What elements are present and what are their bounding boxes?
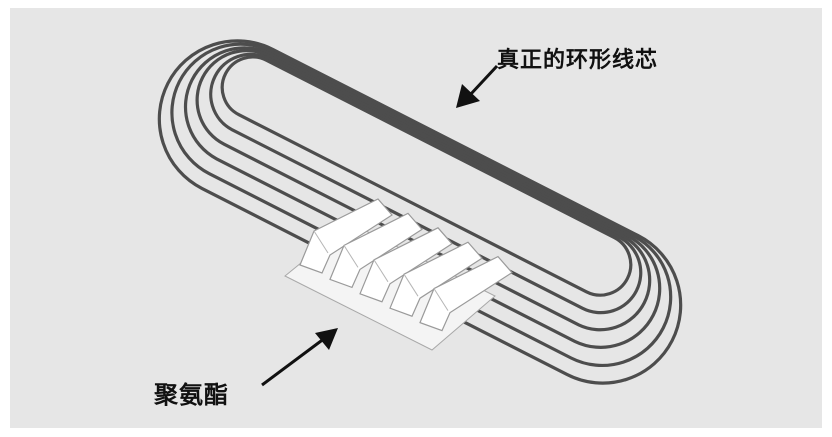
cord-loop: [220, 55, 633, 297]
tooth-ridge: [403, 273, 419, 297]
arrow-to-core: [456, 64, 499, 108]
cord-loop: [183, 46, 662, 349]
diagram-panel: [10, 8, 822, 428]
endless-cord-loops: [157, 39, 683, 385]
tooth-ridge: [373, 259, 389, 283]
tooth-ridge: [343, 245, 359, 268]
core-label: 真正的环形线芯: [497, 48, 659, 73]
tooth-ridge: [313, 230, 329, 254]
cord-loop: [157, 39, 683, 385]
arrow-to-polyurethane: [261, 328, 338, 387]
cord-loop: [195, 48, 652, 332]
tooth-ridge: [433, 288, 449, 311]
cord-loop: [209, 52, 643, 315]
teeth-group: [299, 198, 513, 332]
cord-loop: [170, 42, 673, 368]
polyurethane-label: 聚氨酯: [154, 381, 229, 409]
polyurethane-teeth: [284, 198, 513, 351]
